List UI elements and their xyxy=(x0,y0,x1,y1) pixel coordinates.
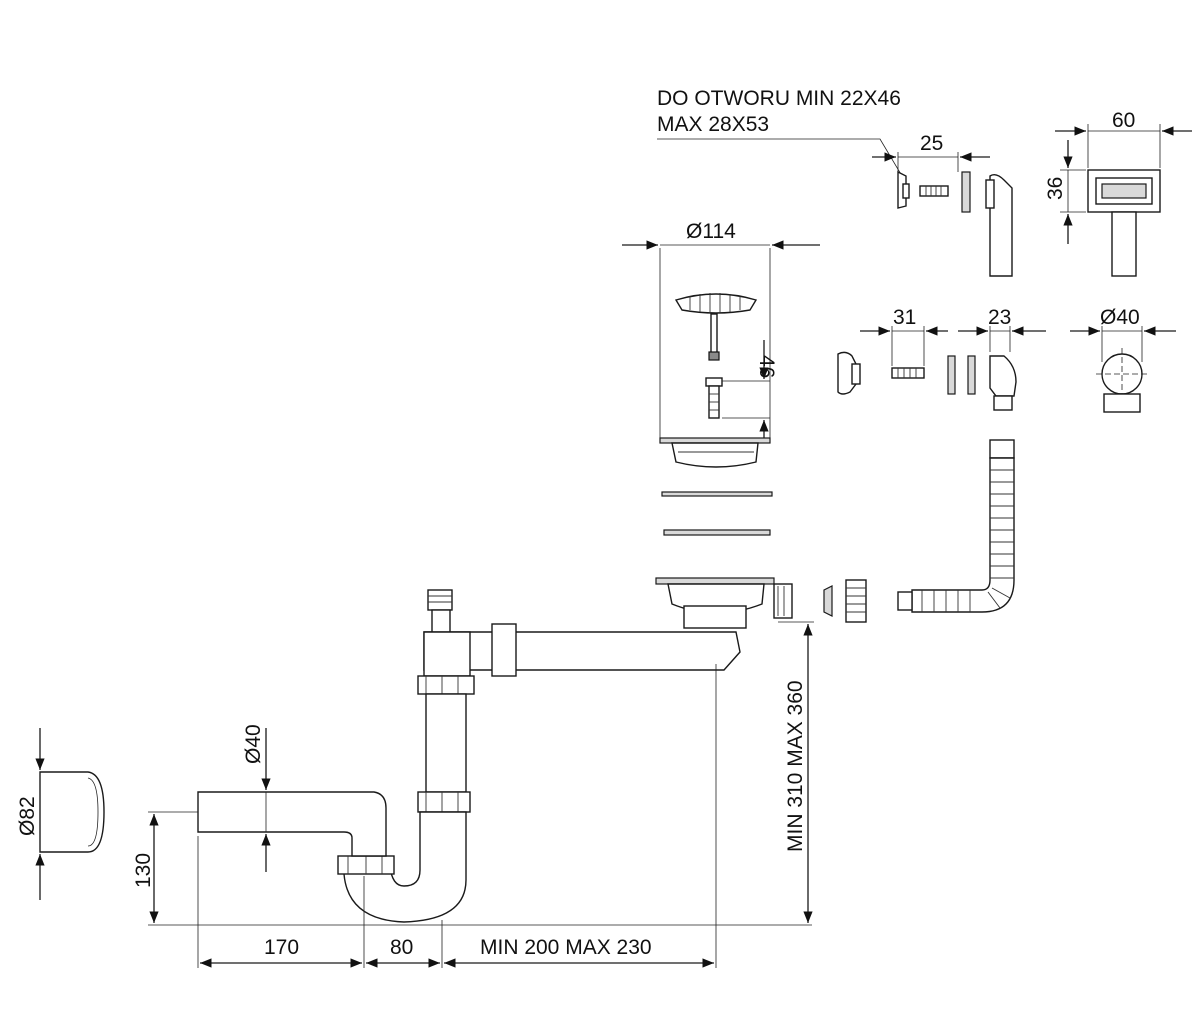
overflow-cap-side xyxy=(837,351,861,395)
dim-40-left-label: Ø40 xyxy=(242,724,265,764)
top-gasket xyxy=(661,491,773,497)
dimension-31: 31 xyxy=(860,306,948,366)
dimension-114: Ø114 xyxy=(622,220,820,250)
corrugated-overflow-hose xyxy=(897,439,1015,613)
overflow-gasket xyxy=(961,171,971,213)
sink-drain-body xyxy=(659,437,771,468)
dimension-170: 170 xyxy=(200,936,362,968)
dim-114-label: Ø114 xyxy=(686,220,736,243)
dimension-60: 60 xyxy=(1055,109,1192,168)
basket-strainer xyxy=(674,293,758,361)
dim-40-top-label: Ø40 xyxy=(1100,306,1140,329)
bottom-gasket xyxy=(663,529,771,536)
wall-outlet-pipe xyxy=(197,791,387,857)
dimension-46: 46 xyxy=(722,340,778,440)
dimension-23: 23 xyxy=(958,306,1046,352)
overflow-hole-note: DO OTWORU MIN 22X46 MAX 28X53 xyxy=(657,87,903,177)
note-leader-line xyxy=(657,138,903,177)
dim-170-label: 170 xyxy=(264,936,299,959)
dimension-40-left: Ø40 xyxy=(242,724,271,872)
overflow-washer xyxy=(947,355,976,395)
dimension-80: 80 xyxy=(366,936,440,968)
note-line-2: MAX 28X53 xyxy=(657,113,769,136)
dim-46-label: 46 xyxy=(755,355,778,378)
siphon-trap-bend xyxy=(337,811,467,923)
dim-60-label: 60 xyxy=(1112,109,1135,132)
dimension-40-top: Ø40 xyxy=(1070,306,1176,362)
outlet-ring xyxy=(823,585,833,617)
dim-130-label: 130 xyxy=(132,853,155,888)
horizontal-drain-pipe xyxy=(423,623,741,677)
dim-min310-label: MIN 310 MAX 360 xyxy=(784,680,807,852)
outlet-nut xyxy=(845,579,867,623)
overflow-elbow-side-view xyxy=(985,173,1013,277)
note-line-1: DO OTWORU MIN 22X46 xyxy=(657,87,901,110)
overflow-bolt xyxy=(891,367,925,379)
dimension-baseline xyxy=(197,664,812,968)
overflow-screw xyxy=(919,185,949,197)
dimension-36: 36 xyxy=(1044,140,1086,244)
siphon-vertical-pipe xyxy=(417,631,475,813)
assembled-drain-body xyxy=(655,577,793,629)
strainer-stem-bolt xyxy=(705,377,723,419)
dim-36-label: 36 xyxy=(1044,177,1067,200)
dimension-min200-max230: MIN 200 MAX 230 xyxy=(444,936,714,968)
dim-25-label: 25 xyxy=(920,132,943,155)
dimension-25: 25 xyxy=(872,132,990,180)
dimension-82: Ø82 xyxy=(16,728,45,900)
dim-23-label: 23 xyxy=(988,306,1011,329)
dim-82-label: Ø82 xyxy=(16,796,39,836)
dim-31-label: 31 xyxy=(893,306,916,329)
overflow-grille-side-view xyxy=(897,170,910,209)
dim-80-label: 80 xyxy=(390,936,413,959)
dishwasher-inlet xyxy=(427,589,453,633)
dimension-min310-max360: MIN 310 MAX 360 xyxy=(778,621,814,923)
dimension-130: 130 xyxy=(132,811,404,926)
dim-min200-label: MIN 200 MAX 230 xyxy=(480,936,652,959)
overflow-connector-front xyxy=(1096,348,1148,413)
wall-rosette xyxy=(39,771,105,853)
strainer-assembly-frame xyxy=(659,248,771,440)
overflow-front-view xyxy=(1087,169,1161,277)
overflow-connector-side xyxy=(989,355,1017,411)
